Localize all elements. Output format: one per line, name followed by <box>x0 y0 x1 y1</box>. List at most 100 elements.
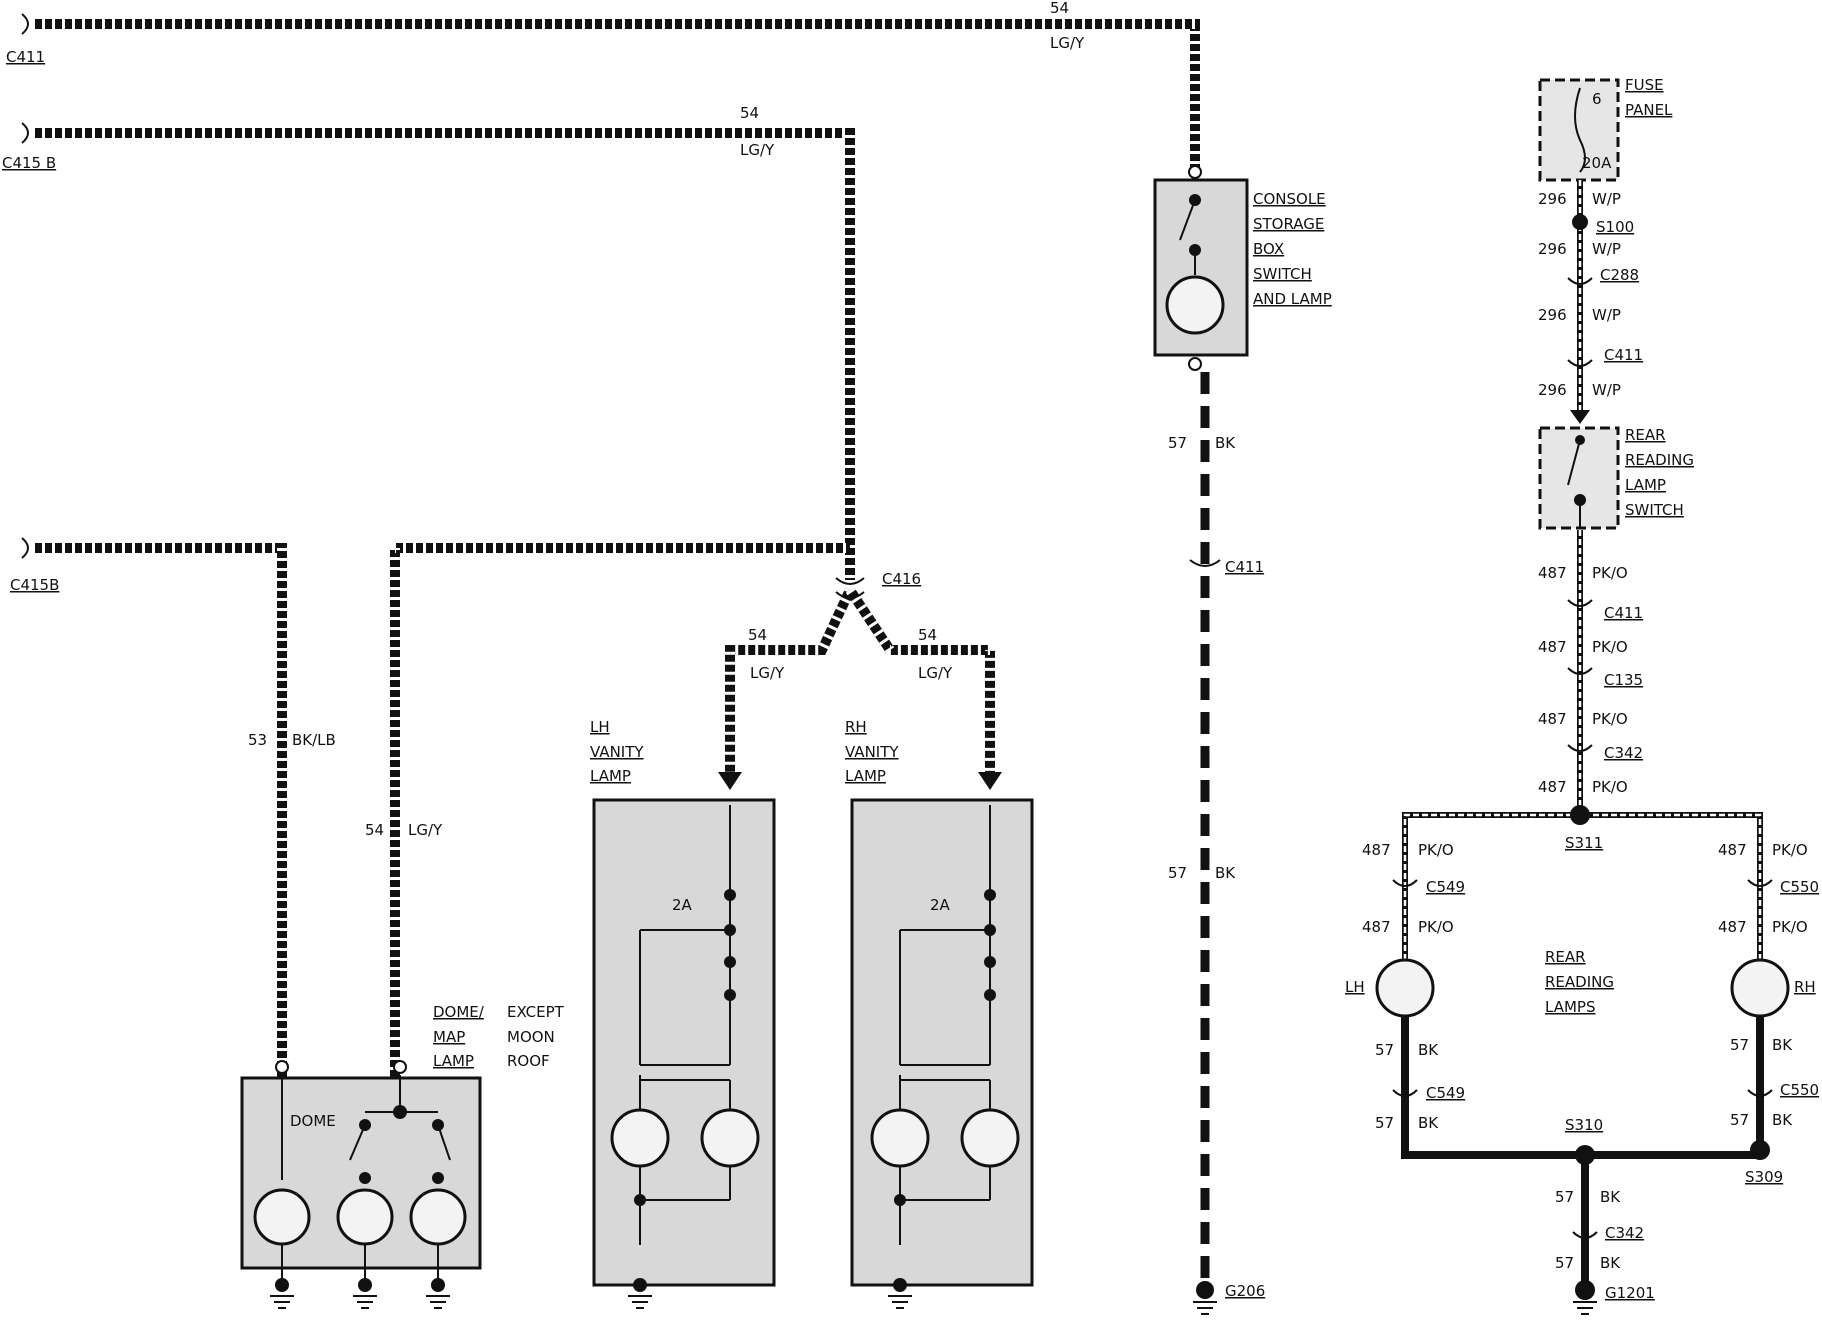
wire-color: BK <box>1418 1041 1439 1059</box>
fuse-panel: 6 20A FUSE PANEL <box>1538 76 1673 182</box>
wire-num: 54 <box>365 821 384 839</box>
wire-num: 54 <box>740 104 759 122</box>
wire-num: 54 <box>748 626 767 644</box>
rear-reading-lamps: LH RH REAR READING LAMPS <box>1345 948 1816 1018</box>
dome-map-label: LAMP <box>433 1052 474 1070</box>
wire-color: W/P <box>1592 306 1621 324</box>
wire-color: BK <box>1215 864 1236 882</box>
wire-color: BK <box>1418 1114 1439 1132</box>
rear-lamps-label: READING <box>1545 973 1614 991</box>
wire-num: 296 <box>1538 306 1567 324</box>
wire-color: W/P <box>1592 240 1621 258</box>
console-storage-box: CONSOLE STORAGE BOX SWITCH AND LAMP <box>1153 165 1332 371</box>
connector-c288: C288 <box>1600 266 1639 284</box>
wire-color: PK/O <box>1592 710 1628 728</box>
connector-c550: C550 <box>1780 1081 1819 1099</box>
wire-c411-console: 54 LG/Y C411 <box>6 0 1200 170</box>
wire-num: 296 <box>1538 381 1567 399</box>
lh-lamp-label: LH <box>1345 978 1365 996</box>
splice-s100: S100 <box>1596 218 1634 236</box>
wire-num: 487 <box>1538 564 1567 582</box>
wire-color: LG/Y <box>408 821 443 839</box>
wire-num: 487 <box>1362 841 1391 859</box>
wire-color: BK/LB <box>292 731 336 749</box>
vanity-fuse-label: 2A <box>672 896 693 914</box>
switch-label: REAR <box>1625 426 1666 444</box>
wire-num: 296 <box>1538 190 1567 208</box>
wire-num: 54 <box>918 626 937 644</box>
connector-c411: C411 <box>1604 346 1643 364</box>
except-label: EXCEPT <box>507 1003 565 1021</box>
wire-num: 53 <box>248 731 267 749</box>
wire-num: 487 <box>1718 918 1747 936</box>
wire-color: LG/Y <box>750 664 785 682</box>
rh-vanity-label: RH <box>845 718 867 736</box>
wire-color: BK <box>1600 1188 1621 1206</box>
wire-color: W/P <box>1592 381 1621 399</box>
rh-lamp-label: RH <box>1794 978 1816 996</box>
wire-num: 57 <box>1375 1114 1394 1132</box>
dome-label: DOME <box>290 1112 336 1130</box>
rear-lamps-label: LAMPS <box>1545 998 1595 1016</box>
fuse-panel-label: PANEL <box>1625 101 1673 119</box>
wire-num: 57 <box>1168 864 1187 882</box>
vanity-fuse-label: 2A <box>930 896 951 914</box>
wire-color: BK <box>1215 434 1236 452</box>
connector-c415b: C415B <box>10 576 59 594</box>
rear-reading-lamp-switch: REAR READING LAMP SWITCH <box>1538 426 1694 530</box>
wire-color: PK/O <box>1772 841 1808 859</box>
ground-g206: G206 <box>1225 1282 1265 1300</box>
wire-57-rear: 57 BK 57 BK C549 C550 57 BK 57 BK S310 S… <box>1375 1016 1819 1315</box>
wire-num: 296 <box>1538 240 1567 258</box>
connector-c416: C416 <box>882 570 921 588</box>
wire-c415b-dome: C415B 53 BK/LB <box>10 537 336 1110</box>
lh-vanity-label: LH <box>590 718 610 736</box>
connector-c411: C411 <box>6 48 45 66</box>
wire-num: 57 <box>1730 1036 1749 1054</box>
wire-num: 487 <box>1538 778 1567 796</box>
dome-map-label: MAP <box>433 1028 465 1046</box>
lh-vanity-label: LAMP <box>590 767 631 785</box>
connector-c549: C549 <box>1426 878 1465 896</box>
wire-color: PK/O <box>1418 841 1454 859</box>
connector-c550: C550 <box>1780 878 1819 896</box>
connector-c411: C411 <box>1604 604 1643 622</box>
wire-color: W/P <box>1592 190 1621 208</box>
connector-c342: C342 <box>1605 1224 1644 1242</box>
wire-color: PK/O <box>1592 638 1628 656</box>
connector-c549: C549 <box>1426 1084 1465 1102</box>
wire-num: 487 <box>1538 638 1567 656</box>
wire-color: PK/O <box>1418 918 1454 936</box>
connector-c342: C342 <box>1604 744 1643 762</box>
fuse-panel-label: FUSE <box>1625 76 1664 94</box>
wire-console-ground: 57 BK C411 57 BK G206 <box>1168 372 1265 1315</box>
ground-g1201: G1201 <box>1605 1284 1655 1302</box>
rh-vanity-label: LAMP <box>845 767 886 785</box>
rh-vanity-lamp: RH VANITY LAMP 2A <box>845 718 1034 1309</box>
lh-vanity-label: VANITY <box>590 743 644 761</box>
wire-color: BK <box>1772 1036 1793 1054</box>
wire-color: PK/O <box>1772 918 1808 936</box>
wire-color: LG/Y <box>1050 34 1085 52</box>
switch-label: READING <box>1625 451 1694 469</box>
rh-vanity-label: VANITY <box>845 743 899 761</box>
lh-vanity-lamp: LH VANITY LAMP 2A <box>590 718 776 1309</box>
wire-num: 487 <box>1362 918 1391 936</box>
wire-color: LG/Y <box>740 141 775 159</box>
switch-label: LAMP <box>1625 476 1666 494</box>
connector-c411: C411 <box>1225 558 1264 576</box>
except-label: MOON <box>507 1028 555 1046</box>
except-label: ROOF <box>507 1052 550 1070</box>
wire-num: 57 <box>1730 1111 1749 1129</box>
fuse-amp: 20A <box>1582 154 1612 172</box>
dome-map-lamp: DOME DOME/ MAP LAMP EXCEPT MOON ROOF <box>240 1003 565 1309</box>
rear-lamps-label: REAR <box>1545 948 1586 966</box>
splice-s309: S309 <box>1745 1168 1783 1186</box>
console-label: AND LAMP <box>1253 290 1332 308</box>
wire-num: 57 <box>1555 1254 1574 1272</box>
wire-num: 57 <box>1375 1041 1394 1059</box>
wire-num: 487 <box>1718 841 1747 859</box>
wire-color: PK/O <box>1592 778 1628 796</box>
wire-color: BK <box>1600 1254 1621 1272</box>
